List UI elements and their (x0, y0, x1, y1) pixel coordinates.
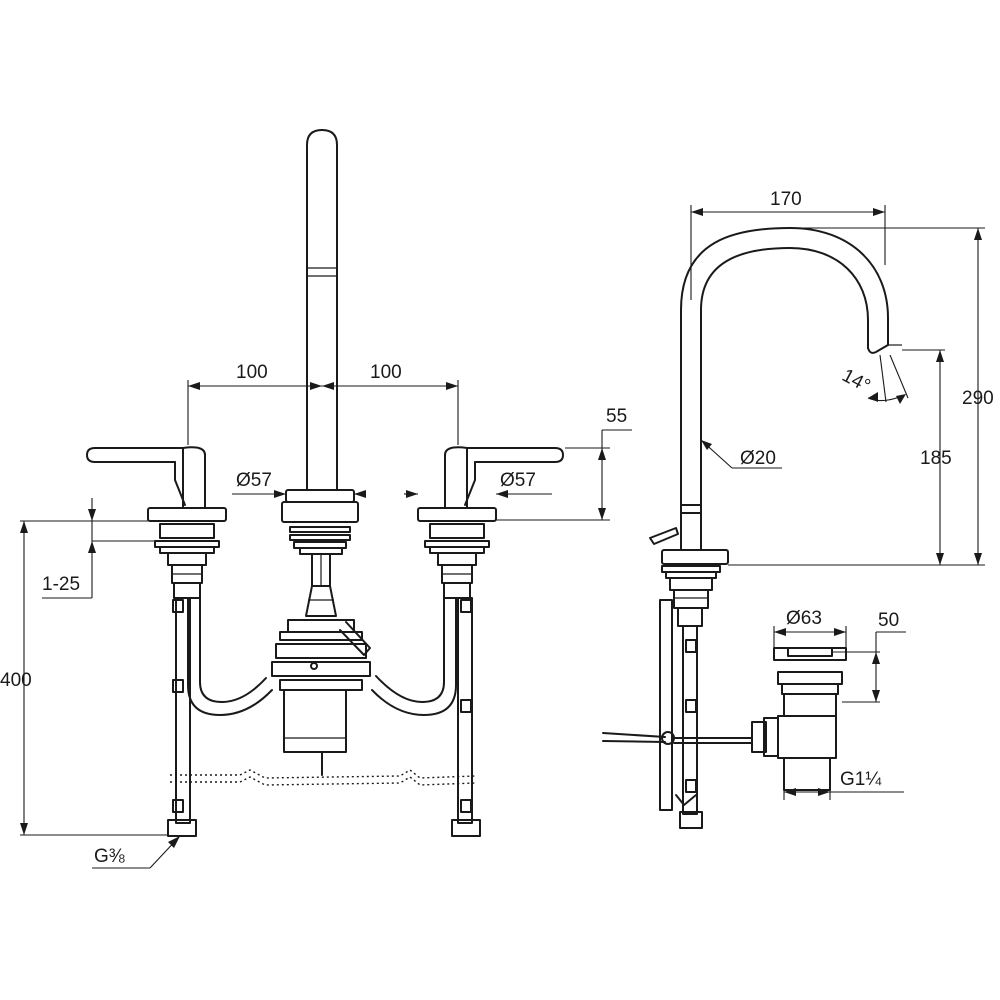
front-drain-assembly (271, 619, 371, 776)
outlet-angle-label: 14° (838, 365, 873, 397)
spout-tube-label: Ø20 (740, 448, 776, 469)
dim-front-right-spacing: 100 (322, 362, 459, 445)
dim-deck-thickness: 1-25 (20, 498, 155, 599)
left-handle-valve (86, 446, 227, 599)
dim-outlet-height: 185 (902, 349, 952, 565)
side-pull-rod (602, 731, 753, 745)
front-left-spacing-label: 100 (236, 362, 268, 383)
front-right-spacing-label: 100 (370, 362, 402, 383)
dim-supply-thread: G⅜ (92, 835, 181, 869)
side-spout-base (649, 504, 729, 627)
supply-thread-label: G⅜ (94, 846, 125, 867)
dim-spout-tube: Ø20 (700, 439, 782, 469)
dim-spout-height: 290 (728, 227, 994, 566)
side-view: 170 290 185 Ø20 (602, 189, 994, 829)
left-rosette-label: Ø57 (236, 470, 272, 491)
drain-thread-label: G1¼ (840, 769, 882, 790)
dim-drain-diameter: Ø63 (773, 608, 847, 648)
dim-handle-height: 55 (496, 406, 632, 521)
dim-left-rosette: Ø57 (232, 470, 366, 498)
side-drain-assembly (751, 647, 847, 791)
pull-rod (170, 769, 476, 786)
dim-right-rosette: Ø57 (404, 470, 552, 498)
center-spout (306, 129, 338, 491)
dim-supply-length: 400 (0, 521, 168, 836)
spout-height-label: 290 (962, 388, 994, 409)
dim-outlet-angle: 14° (838, 354, 909, 404)
deck-thickness-label: 1-25 (42, 574, 80, 595)
right-rosette-label: Ø57 (500, 470, 536, 491)
dim-front-left-spacing: 100 (187, 362, 322, 445)
dim-drain-height: 50 (832, 610, 906, 703)
dim-drain-thread: G1¼ (783, 769, 904, 800)
right-supply-hose (451, 597, 481, 837)
gooseneck-spout (680, 227, 902, 506)
handle-height-label: 55 (606, 406, 627, 427)
front-view: 100 100 Ø57 Ø57 (0, 129, 632, 869)
right-handle-valve (417, 446, 564, 599)
left-supply-hose (167, 597, 197, 837)
supply-length-label: 400 (0, 670, 32, 691)
spout-reach-label: 170 (770, 189, 802, 210)
side-supply-hoses (659, 599, 703, 829)
dim-spout-reach: 170 (690, 189, 886, 300)
center-spout-base (281, 489, 359, 617)
outlet-height-label: 185 (920, 448, 952, 469)
drain-height-label: 50 (878, 610, 899, 631)
drain-diameter-label: Ø63 (786, 608, 822, 629)
